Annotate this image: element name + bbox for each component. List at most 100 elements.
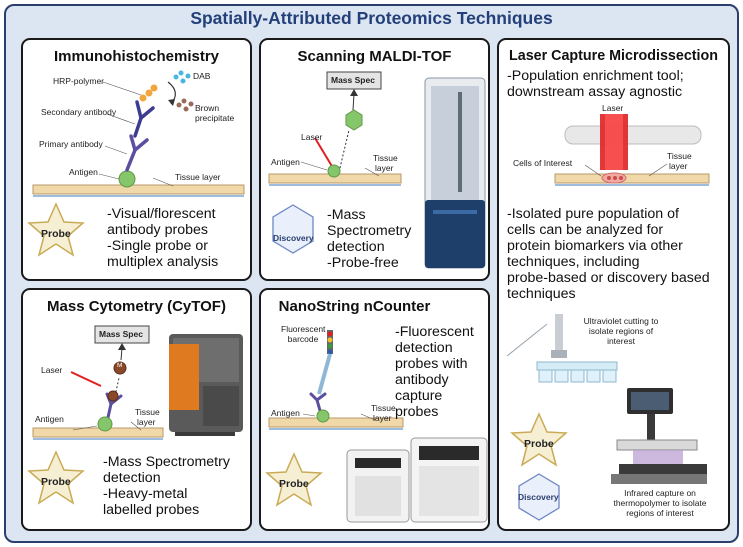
antigen-label: Antigen <box>271 157 300 167</box>
antigen-label: Antigen <box>271 408 300 418</box>
ihc-illustration <box>27 70 245 257</box>
text-line: downstream assay agnostic <box>507 84 683 100</box>
text-line: Infrared capture on <box>624 488 696 498</box>
uv-cutting-label: Ultraviolet cutting to isolate regions o… <box>571 316 671 346</box>
text-line: detection <box>103 470 161 486</box>
text-line: barcode <box>287 334 319 344</box>
cells-of-interest-label: Cells of Interest <box>513 158 573 168</box>
tissue-label: Tissue <box>135 407 160 417</box>
ihc-description: -Visual/florescent antibody probes -Sing… <box>107 206 218 270</box>
text-line: techniques <box>507 286 576 302</box>
panel-title: NanoString nCounter <box>278 298 431 315</box>
panel-title: Scanning MALDI-TOF <box>297 48 452 65</box>
tissue-label: Tissue <box>371 403 396 413</box>
text-line: capture <box>395 388 443 404</box>
maldi-instrument-image <box>424 77 486 269</box>
text-line: antibody probes <box>107 222 208 238</box>
text-line: techniques, including <box>507 254 640 270</box>
infrared-capture-label: Infrared capture on thermopolymer to iso… <box>595 488 725 518</box>
text-line: -Probe-free <box>327 255 399 271</box>
antigen-shape <box>327 164 341 178</box>
panel-laser-capture-microdissection: Laser Capture Microdissection -Populatio… <box>497 38 730 531</box>
cytof-description: -Mass Spectrometry detection -Heavy-meta… <box>103 454 230 518</box>
tissue-layer-label: layer <box>375 163 394 173</box>
tissue-label: Tissue layer <box>175 172 221 182</box>
metal-tag-label: M <box>117 362 123 369</box>
fluorescent-barcode-label: Fluorescent barcode <box>281 324 325 344</box>
nano-illustration <box>265 330 488 523</box>
probe-star-icon <box>265 452 323 507</box>
brown-label: Brown <box>195 103 220 113</box>
nano-description: -Fluorescent detection probes with antib… <box>395 324 474 420</box>
probe-badge-label: Probe <box>41 228 71 240</box>
tissue-layer <box>32 427 164 438</box>
mass-spec-label: Mass Spec <box>331 75 375 85</box>
text-line: -Mass <box>327 207 366 223</box>
text-line: Ultraviolet cutting to <box>583 316 659 326</box>
text-line: -Single probe or <box>107 238 208 254</box>
panel-title: Laser Capture Microdissection <box>509 48 718 64</box>
probe-badge-label: Probe <box>524 438 554 450</box>
tissue-layer-label: layer <box>137 417 156 427</box>
tissue-layer-label: layer <box>373 413 392 423</box>
text-line: -Heavy-metal <box>103 486 188 502</box>
tissue-layer-label: layer <box>669 161 688 171</box>
text-line: labelled probes <box>103 502 200 518</box>
page-title: Spatially-Attributed Proteomics Techniqu… <box>190 8 553 28</box>
secondary-antibody-shape <box>133 100 155 138</box>
text-line: thermopolymer to isolate <box>613 498 707 508</box>
primary-antibody-shape <box>125 134 149 172</box>
text-line: multiplex analysis <box>107 254 219 270</box>
panel-title: Mass Cytometry (CyTOF) <box>47 298 226 315</box>
text-line: probes <box>395 404 439 420</box>
text-line: -Fluorescent <box>395 324 474 340</box>
maldi-description: -Mass Spectrometry detection -Probe-free <box>327 207 411 271</box>
text-line: interest <box>607 336 635 346</box>
text-line: antibody <box>395 372 449 388</box>
text-line: detection <box>327 239 385 255</box>
text-line: cells can be analyzed for <box>507 222 664 238</box>
discovery-hexagon-icon <box>518 473 560 521</box>
text-line: -Visual/florescent <box>107 206 216 222</box>
text-line: Spectrometry <box>327 223 412 239</box>
laser-label: Laser <box>602 103 624 113</box>
mass-spec-label: Mass Spec <box>99 329 143 339</box>
probe-badge-label: Probe <box>279 478 309 490</box>
tissue-layer <box>32 184 245 195</box>
primary-antibody-label: Primary antibody <box>39 139 103 149</box>
antigen-label: Antigen <box>35 414 64 424</box>
panel-mass-cytometry: Mass Cytometry (CyTOF) Mass Spec M Laser… <box>21 288 252 531</box>
tissue-label: Tissue <box>373 153 398 163</box>
lcm-description-bottom: -Isolated pure population of cells can b… <box>507 206 710 302</box>
discovery-badge-label: Discovery <box>518 492 559 502</box>
text-line: protein biomarkers via other <box>507 238 683 254</box>
cytof-instrument-image <box>169 334 243 436</box>
discovery-badge-label: Discovery <box>273 233 314 243</box>
maldi-illustration <box>268 71 486 269</box>
text-line: isolate regions of <box>588 326 654 336</box>
discovery-hexagon-icon <box>272 204 314 254</box>
ncounter-instrument-image <box>346 437 488 523</box>
antigen-label: Antigen <box>69 167 98 177</box>
lcm-description-top: -Population enrichment tool; downstream … <box>507 68 684 100</box>
uv-cutting-image <box>506 314 618 383</box>
text-line: probes with <box>395 356 468 372</box>
text-line: -Population enrichment tool; <box>507 68 684 84</box>
panel-immunohistochemistry: Immunohistochemistry <box>21 38 252 281</box>
probe-star-icon <box>510 412 568 467</box>
secondary-antibody-label: Secondary antibody <box>41 107 117 117</box>
hrp-label: HRP-polymer <box>53 76 105 86</box>
text-line: -Isolated pure population of <box>507 206 679 222</box>
tissue-layer <box>268 417 404 428</box>
antigen-shape <box>118 170 136 188</box>
text-line: Fluorescent <box>281 324 326 334</box>
text-line: -Mass Spectrometry <box>103 454 230 470</box>
dab-label: DAB <box>193 71 211 81</box>
cytof-illustration <box>27 325 243 505</box>
probe-star-icon <box>27 202 85 257</box>
antigen-shape <box>316 409 330 423</box>
microscope-image <box>611 388 707 484</box>
tissue-layer <box>554 173 710 184</box>
antigen-shape <box>97 416 113 432</box>
lcm-illustration <box>506 114 710 521</box>
